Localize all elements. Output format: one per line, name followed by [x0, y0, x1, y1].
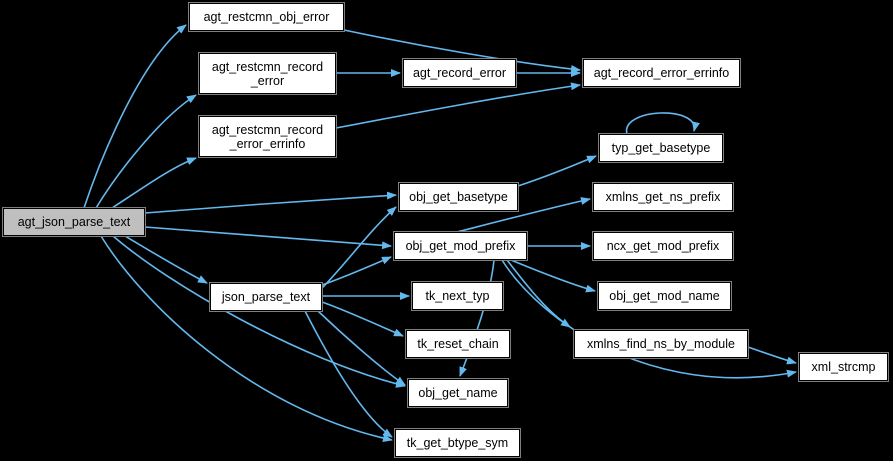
node-agt_record_error[interactable]: agt_record_error — [403, 59, 516, 87]
node-label: agt_restcmn_obj_error — [203, 10, 330, 24]
edge-agt_json_parse_text-to-obj_get_name — [112, 235, 406, 388]
edge-agt_json_parse_text-to-agt_restcmn_record_error — [95, 94, 197, 209]
node-tk_reset_chain[interactable]: tk_reset_chain — [406, 330, 510, 358]
node-label: tk_next_typ — [425, 289, 490, 303]
node-obj_get_name[interactable]: obj_get_name — [408, 379, 508, 407]
edge-agt_restcmn_obj_error-to-agt_record_error_errinfo — [343, 29, 581, 73]
edge-obj_get_mod_prefix-to-xml_strcmp — [501, 259, 797, 379]
node-label: obj_get_mod_prefix — [405, 239, 516, 253]
node-label: ncx_get_mod_prefix — [606, 239, 720, 253]
node-label: obj_get_name — [418, 386, 498, 400]
node-tk_next_typ[interactable]: tk_next_typ — [412, 282, 503, 310]
node-obj_get_mod_prefix[interactable]: obj_get_mod_prefix — [394, 232, 527, 260]
node-json_parse_text[interactable]: json_parse_text — [210, 283, 322, 311]
node-agt_restcmn_obj_error[interactable]: agt_restcmn_obj_error — [189, 3, 344, 31]
node-typ_get_basetype[interactable]: typ_get_basetype — [599, 134, 723, 162]
node-obj_get_basetype[interactable]: obj_get_basetype — [399, 183, 518, 211]
node-label: agt_restcmn_record _error_errinfo — [211, 122, 324, 151]
node-agt_json_parse_text[interactable]: agt_json_parse_text — [3, 208, 145, 236]
edge-paths — [83, 24, 797, 443]
edge-agt_json_parse_text-to-agt_restcmn_obj_error — [83, 24, 187, 209]
edge-json_parse_text-to-obj_get_name — [317, 310, 406, 386]
node-obj_get_mod_name[interactable]: obj_get_mod_name — [598, 282, 731, 310]
edge-agt_json_parse_text-to-json_parse_text — [124, 235, 208, 284]
node-label: agt_record_error — [412, 66, 507, 80]
node-label: agt_record_error_errinfo — [593, 66, 730, 80]
node-label: tk_get_btype_sym — [406, 436, 509, 450]
edge-obj_get_basetype-to-typ_get_basetype — [517, 155, 597, 187]
edge-agt_json_parse_text-to-obj_get_basetype — [144, 191, 397, 214]
edge-agt_json_parse_text-to-obj_get_mod_prefix — [144, 226, 392, 250]
node-ncx_get_mod_prefix[interactable]: ncx_get_mod_prefix — [593, 232, 733, 260]
node-xml_strcmp[interactable]: xml_strcmp — [799, 353, 888, 381]
edge-xmlns_find_ns_by_module-to-xml_strcmp — [747, 346, 797, 365]
node-label: obj_get_mod_name — [609, 289, 720, 303]
edge-obj_get_mod_prefix-to-xmlns_get_ns_prefix — [456, 197, 591, 233]
edge-typ_get_basetype-to-typ_get_basetype — [626, 112, 700, 135]
node-label: json_parse_text — [221, 290, 311, 304]
node-label: xml_strcmp — [811, 360, 876, 374]
edge-json_parse_text-to-obj_get_basetype — [321, 206, 397, 289]
edge-obj_get_mod_prefix-to-xmlns_find_ns_by_module — [506, 259, 571, 328]
node-label: xmlns_get_ns_prefix — [605, 190, 721, 204]
node-agt_record_error_errinfo[interactable]: agt_record_error_errinfo — [583, 59, 740, 87]
node-label: tk_reset_chain — [417, 337, 499, 351]
edge-json_parse_text-to-tk_reset_chain — [321, 301, 404, 337]
edge-obj_get_mod_prefix-to-obj_get_mod_name — [510, 259, 596, 293]
node-xmlns_get_ns_prefix[interactable]: xmlns_get_ns_prefix — [593, 183, 733, 211]
node-label: xmlns_find_ns_by_module — [586, 337, 735, 351]
node-label: typ_get_basetype — [611, 141, 711, 155]
edge-agt_restcmn_record_error_errinfo-to-agt_record_error_errinfo — [335, 82, 581, 129]
edge-agt_json_parse_text-to-agt_restcmn_record_error_errinfo — [111, 157, 197, 209]
edge-json_parse_text-to-tk_get_btype_sym — [304, 310, 393, 438]
node-tk_get_btype_sym[interactable]: tk_get_btype_sym — [395, 429, 520, 457]
node-label: agt_json_parse_text — [17, 215, 131, 229]
node-label: agt_restcmn_record _error — [211, 59, 324, 88]
node-agt_restcmn_record_error[interactable]: agt_restcmn_record _error — [199, 53, 336, 94]
node-label: obj_get_basetype — [409, 190, 508, 204]
node-agt_restcmn_record_error_errinfo[interactable]: agt_restcmn_record _error_errinfo — [199, 116, 336, 157]
edge-obj_get_mod_prefix-to-obj_get_name — [459, 259, 495, 377]
edge-agt_json_parse_text-to-tk_get_btype_sym — [100, 235, 393, 443]
node-xmlns_find_ns_by_module[interactable]: xmlns_find_ns_by_module — [574, 330, 748, 358]
edge-json_parse_text-to-obj_get_mod_prefix — [321, 256, 392, 286]
